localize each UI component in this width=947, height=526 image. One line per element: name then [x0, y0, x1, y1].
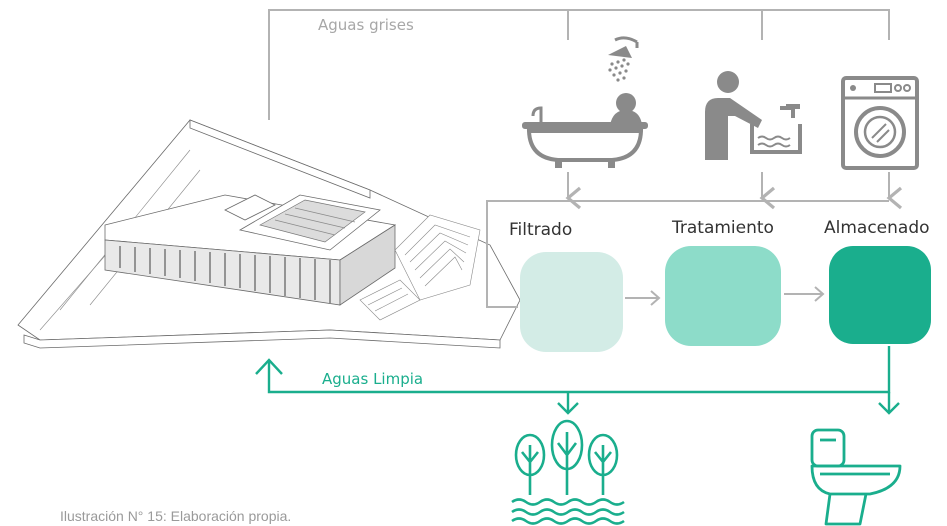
person-washing-hands-icon	[705, 71, 802, 160]
clean-water-label: Aguas Limpia	[322, 370, 423, 388]
trees-irrigation-icon	[511, 419, 625, 525]
treatment-bracket	[486, 200, 889, 308]
source-arrows	[565, 172, 903, 210]
stage-label-filtrado: Filtrado	[509, 220, 572, 240]
toilet-icon	[810, 428, 902, 526]
bathtub-shower-icon	[522, 36, 648, 168]
grey-water-network: Aguas grises	[268, 9, 890, 120]
almacenado-box	[829, 246, 931, 344]
grey-water-label: Aguas grises	[318, 16, 414, 34]
stage-label-tratamiento: Tratamiento	[671, 218, 774, 238]
tratamiento-box	[665, 246, 781, 346]
building-illustration	[17, 119, 521, 349]
figure-caption: Ilustración N° 15: Elaboración propia.	[60, 508, 291, 524]
stage-label-almacenado: Almacenado	[824, 218, 930, 238]
washing-machine-icon	[841, 76, 919, 170]
stage-arrows	[625, 286, 825, 306]
filtrado-box	[520, 252, 623, 352]
clean-water-network: Aguas Limpia	[255, 346, 900, 415]
